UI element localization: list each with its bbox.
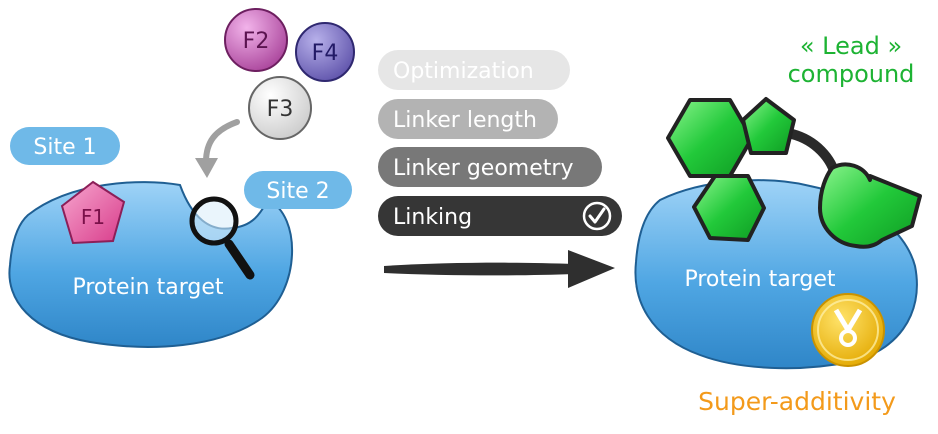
step-linking-label: Linking bbox=[393, 205, 472, 230]
check-icon bbox=[582, 201, 612, 231]
fragment-f2-label: F2 bbox=[243, 29, 270, 54]
fragment-f4-circle bbox=[295, 22, 355, 82]
step-optimization-pill bbox=[378, 50, 570, 90]
step-linker-geometry-label: Linker geometry bbox=[393, 156, 573, 181]
site2-badge bbox=[244, 171, 352, 209]
fragment-f2-circle bbox=[224, 8, 288, 72]
lead-compound-label-line2: compound bbox=[788, 60, 915, 88]
step-linking-pill bbox=[378, 196, 622, 236]
fragment-f3-label: F3 bbox=[267, 97, 294, 122]
step-linker-geometry-pill bbox=[378, 147, 602, 187]
site2-label: Site 2 bbox=[266, 179, 329, 204]
super-additivity-label: Super-additivity bbox=[698, 387, 896, 416]
magnifier-icon bbox=[189, 196, 255, 280]
medal-icon bbox=[811, 293, 885, 367]
protein-target-left bbox=[8, 181, 294, 348]
linking-steps: Optimization Linker length Linker geomet… bbox=[378, 50, 622, 288]
lead-compound-structure bbox=[666, 97, 922, 249]
fragment-f3-circle bbox=[248, 76, 312, 140]
step-linker-length-pill bbox=[378, 99, 558, 139]
step-optimization-label: Optimization bbox=[393, 59, 534, 84]
lead-compound-label-line1: « Lead » bbox=[800, 32, 902, 60]
step-linker-length-label: Linker length bbox=[393, 108, 537, 133]
fragment-f1-pentagon bbox=[60, 180, 126, 245]
left-scene: Site 1 Site 2 F1 Protein target F2 F4 F3 bbox=[8, 8, 355, 348]
protein-target-right-label: Protein target bbox=[684, 267, 835, 292]
site1-label: Site 1 bbox=[33, 135, 96, 160]
fragment-f1-label: F1 bbox=[81, 205, 105, 229]
right-scene: Protein target « Lead » compound Super-a… bbox=[634, 32, 922, 416]
fragment-f4-label: F4 bbox=[312, 41, 339, 66]
right-arrow-icon bbox=[384, 250, 615, 288]
protein-target-left-label: Protein target bbox=[72, 275, 223, 300]
curved-arrow-icon bbox=[195, 119, 240, 178]
site1-badge bbox=[10, 127, 120, 165]
